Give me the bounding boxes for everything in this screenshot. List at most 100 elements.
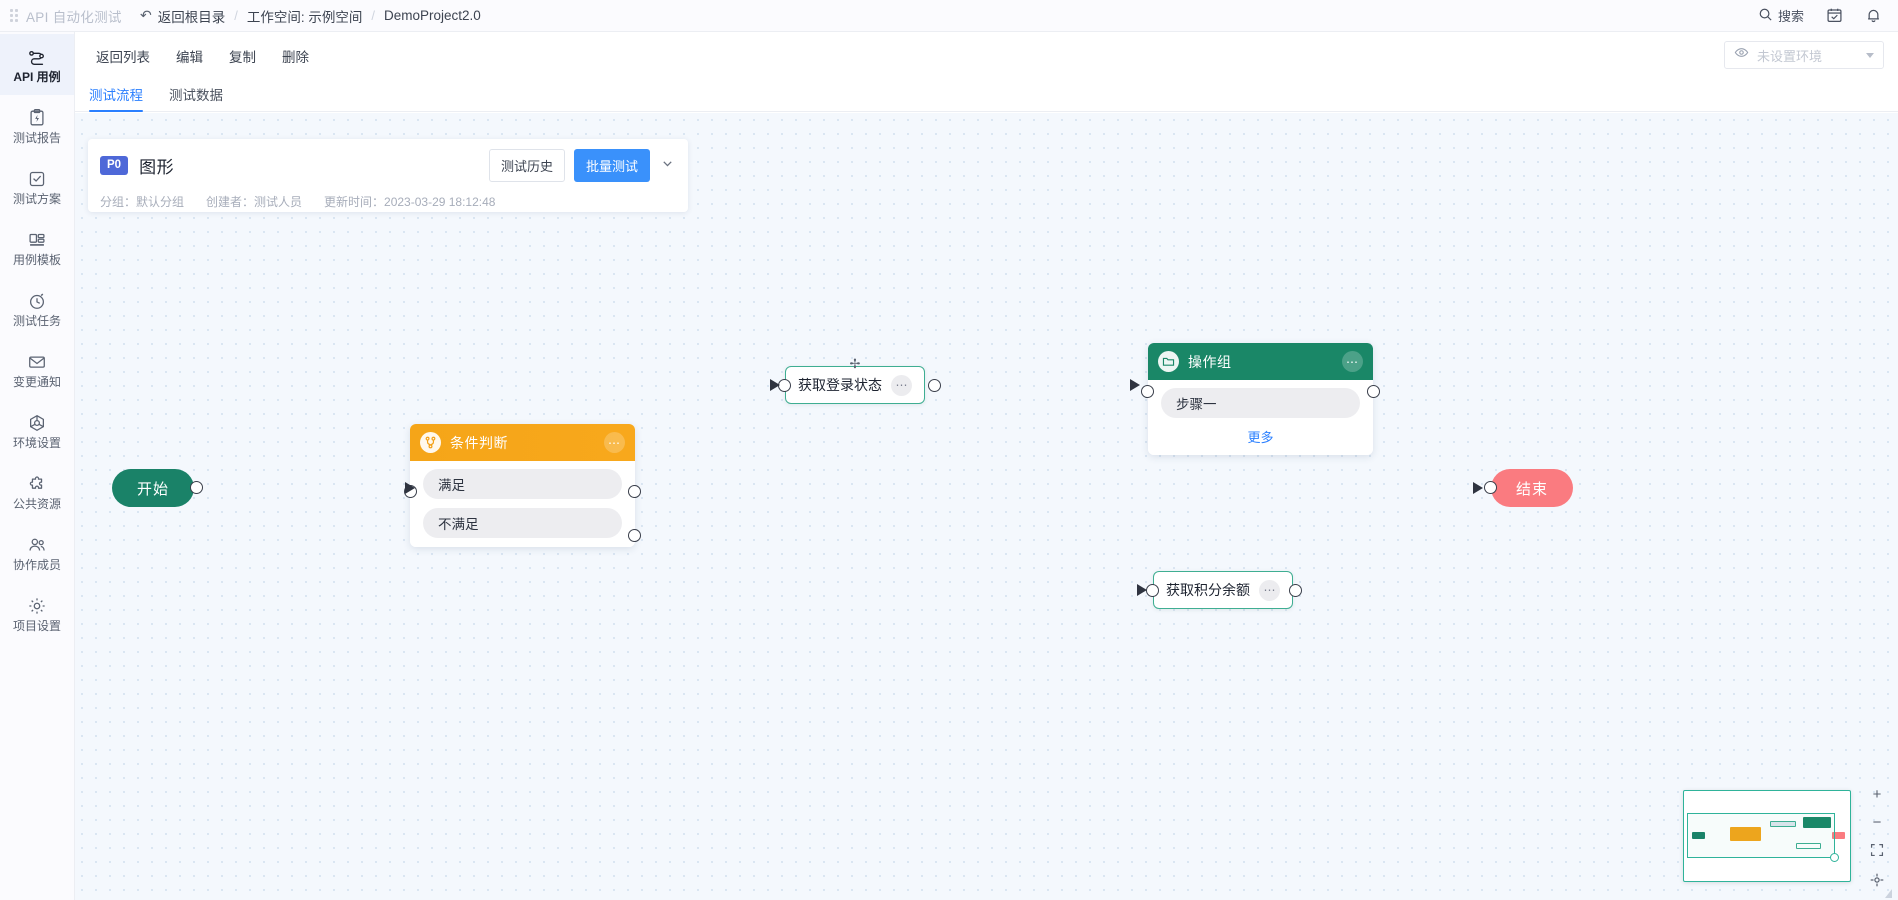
sidebar-item-test-task[interactable]: 测试任务: [0, 278, 74, 339]
app-title: API 自动化测试: [26, 9, 122, 25]
calendar-check-icon[interactable]: [1826, 7, 1843, 24]
more-link[interactable]: 更多: [1247, 430, 1274, 445]
left-sidebar: API 用例 测试报告 测试方案: [0, 32, 75, 900]
environment-selector[interactable]: 未设置环境: [1724, 41, 1884, 69]
node-condition[interactable]: 条件判断 ⋯ 满足 不满足: [404, 424, 641, 547]
sidebar-item-public-resource[interactable]: 公共资源: [0, 461, 74, 522]
node-get-login-status[interactable]: ✢ 获取登录状态 ⋯: [778, 357, 941, 404]
port-login-status-out[interactable]: [928, 379, 941, 392]
ellipsis-icon[interactable]: ⋯: [891, 374, 912, 396]
minimap-node: [1803, 817, 1831, 828]
priority-badge: P0: [100, 155, 129, 176]
ellipsis-icon[interactable]: ⋯: [1342, 351, 1363, 372]
port-start-out[interactable]: [190, 481, 203, 494]
arrow-to-end: [1473, 482, 1483, 494]
sidebar-item-label: 用例模板: [12, 252, 61, 267]
end-node-label: 结束: [1491, 469, 1573, 507]
zoom-out-button[interactable]: −: [1872, 814, 1882, 831]
node-get-points-balance[interactable]: 获取积分余额 ⋯: [1146, 571, 1302, 609]
sidebar-item-api-cases[interactable]: API 用例: [0, 34, 74, 95]
minimap-viewport[interactable]: [1687, 813, 1839, 862]
branch-unsatisfied[interactable]: 不满足: [423, 508, 622, 538]
sidebar-item-label: 公共资源: [12, 496, 61, 511]
stopwatch-icon: [27, 291, 47, 311]
move-handle-icon[interactable]: ✢: [849, 356, 861, 371]
search-button[interactable]: 搜索: [1758, 6, 1804, 25]
case-summary-card: P0 图形 测试历史 批量测试 分组：默认分组 创建者：测试人员 更新时间：20…: [88, 139, 688, 212]
port-points-balance-out[interactable]: [1289, 584, 1302, 597]
sidebar-item-project-settings[interactable]: 项目设置: [0, 583, 74, 644]
case-actions: 测试历史 批量测试: [488, 149, 676, 182]
node-operation-group[interactable]: 操作组 ⋯ 步骤一 更多: [1141, 343, 1380, 455]
start-node-label: 开始: [112, 469, 194, 507]
bell-icon[interactable]: [1865, 7, 1882, 24]
sidebar-item-environment[interactable]: 环境设置: [0, 400, 74, 461]
sidebar-item-label: 环境设置: [12, 435, 61, 450]
sidebar-item-test-report[interactable]: 测试报告: [0, 95, 74, 156]
branch-satisfied[interactable]: 满足: [423, 469, 622, 499]
operation-group: 操作组 ⋯ 步骤一 更多: [1148, 343, 1373, 455]
port-operation-group-out[interactable]: [1367, 385, 1380, 398]
sidebar-item-test-plan[interactable]: 测试方案: [0, 156, 74, 217]
clipboard-report-icon: [27, 108, 47, 128]
tab-test-data[interactable]: 测试数据: [169, 88, 223, 103]
ellipsis-icon[interactable]: ⋯: [604, 432, 625, 453]
sidebar-item-case-template[interactable]: 用例模板: [0, 217, 74, 278]
port-end-in[interactable]: [1484, 481, 1497, 494]
eye-icon: [1734, 45, 1749, 65]
tab-test-flow[interactable]: 测试流程: [89, 84, 143, 112]
flow-canvas[interactable]: 开始 条件判断 ⋯: [75, 113, 1898, 900]
breadcrumb-workspace[interactable]: 工作空间: 示例空间: [246, 9, 363, 25]
port-branch-unsatisfied-out[interactable]: [628, 529, 641, 542]
back-to-root-button[interactable]: ↶ 返回根目录: [140, 6, 225, 26]
sidebar-item-label: 变更通知: [12, 374, 61, 389]
minimap-node: [1730, 827, 1761, 841]
operation-group-title: 操作组: [1188, 353, 1232, 370]
fit-screen-icon[interactable]: [1870, 843, 1884, 860]
back-to-list-button[interactable]: 返回列表: [88, 41, 158, 71]
port-operation-group-in[interactable]: [1141, 385, 1154, 398]
chevron-down-icon[interactable]: [659, 157, 676, 175]
edit-button[interactable]: 编辑: [168, 41, 211, 71]
sidebar-item-collaborators[interactable]: 协作成员: [0, 522, 74, 583]
sidebar-item-label: API 用例: [13, 69, 61, 84]
envelope-icon: [27, 352, 47, 372]
node-start[interactable]: 开始: [112, 469, 203, 507]
case-meta-creator: 创建者：测试人员: [206, 195, 303, 209]
login-status-label: 获取登录状态: [798, 377, 882, 393]
case-header: P0 图形 测试历史 批量测试: [100, 149, 676, 182]
resize-handle[interactable]: [1830, 853, 1839, 862]
login-status-node: 获取登录状态 ⋯: [785, 366, 925, 404]
batch-test-button[interactable]: 批量测试: [573, 149, 650, 182]
page-title: 图形: [139, 158, 175, 177]
condition-branches: 满足 不满足: [410, 461, 635, 547]
sidebar-item-label: 测试方案: [12, 191, 61, 206]
condition-title: 条件判断: [450, 434, 508, 451]
checkbox-plan-icon: [27, 169, 47, 189]
app-brand: API 自动化测试: [0, 6, 140, 26]
step-item[interactable]: 步骤一: [1161, 388, 1360, 418]
port-branch-satisfied-out[interactable]: [628, 485, 641, 498]
folder-icon: [1158, 351, 1179, 372]
minimap-node: [1692, 832, 1705, 839]
api-flow-icon: [27, 47, 47, 67]
sidebar-item-change-notice[interactable]: 变更通知: [0, 339, 74, 400]
points-balance-node: 获取积分余额 ⋯: [1153, 571, 1293, 609]
zoom-in-button[interactable]: +: [1872, 786, 1882, 803]
cube-settings-icon: [27, 413, 47, 433]
ellipsis-icon[interactable]: ⋯: [1259, 579, 1280, 601]
resize-corner-icon[interactable]: [1885, 889, 1892, 898]
port-points-balance-in[interactable]: [1146, 584, 1159, 597]
test-history-button[interactable]: 测试历史: [488, 149, 565, 182]
template-grid-icon: [27, 230, 47, 250]
zoom-controls: + −: [1864, 787, 1890, 890]
copy-button[interactable]: 复制: [221, 41, 264, 71]
delete-button[interactable]: 删除: [274, 41, 317, 71]
grip-icon: [10, 9, 18, 22]
node-end[interactable]: 结束: [1484, 469, 1573, 507]
condition-group: 条件判断 ⋯ 满足 不满足: [410, 424, 635, 547]
minimap[interactable]: [1683, 790, 1851, 882]
center-focus-icon[interactable]: [1870, 873, 1884, 890]
sidebar-item-label: 测试任务: [12, 313, 61, 328]
breadcrumb-project[interactable]: DemoProject2.0: [384, 8, 481, 23]
